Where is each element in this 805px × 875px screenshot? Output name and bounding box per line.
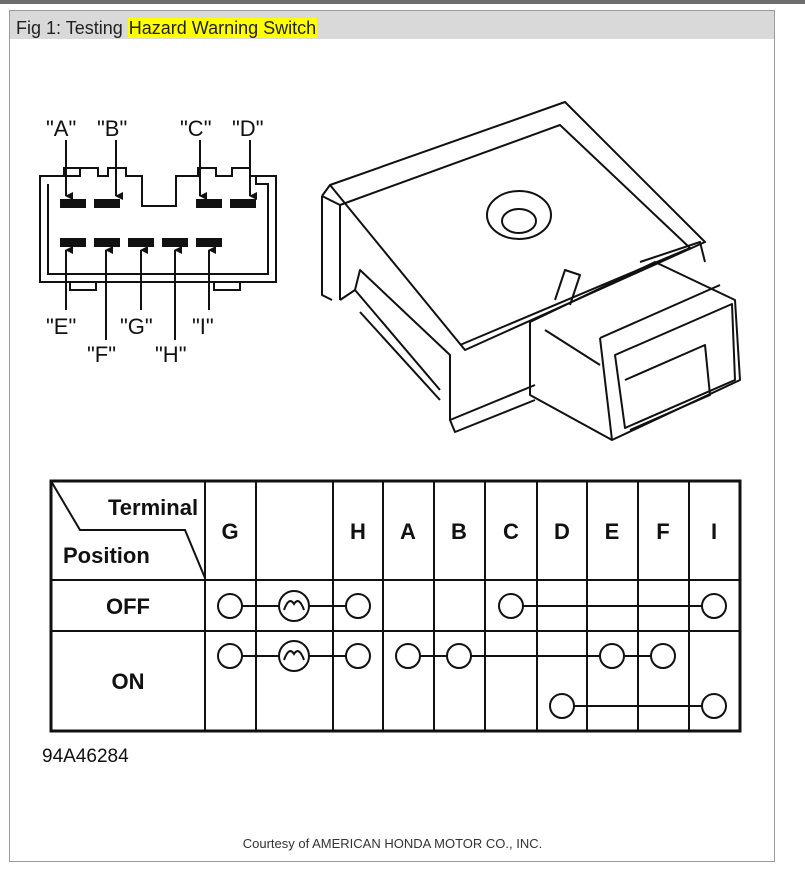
pin-i — [196, 238, 222, 247]
label-h: "H" — [155, 342, 187, 367]
off-lamp — [278, 590, 310, 622]
off-g-point — [217, 593, 243, 619]
label-e: "E" — [46, 314, 76, 339]
label-b: "B" — [97, 116, 127, 141]
figure-id: 94A46284 — [42, 746, 129, 767]
switch-button — [486, 190, 552, 240]
switch-illustration — [321, 101, 741, 441]
on-d-point — [549, 693, 575, 719]
table-border — [49, 479, 742, 733]
col-f: F — [656, 519, 669, 544]
title-highlight: Hazard Warning Switch — [127, 18, 318, 38]
col-c: C — [503, 519, 519, 544]
label-f: "F" — [87, 342, 116, 367]
col-d: D — [554, 519, 570, 544]
pin-h — [162, 238, 188, 247]
pin-e — [60, 238, 86, 247]
row-label-on: ON — [112, 669, 145, 694]
off-i-point — [701, 593, 727, 619]
col-g: G — [221, 519, 238, 544]
col-a: A — [400, 519, 416, 544]
on-a-point — [395, 643, 421, 669]
connector-inner-outline — [47, 176, 269, 275]
on-b-point — [446, 643, 472, 669]
label-i: "I" — [192, 314, 214, 339]
label-g: "G" — [120, 314, 153, 339]
on-lamp — [278, 640, 310, 672]
header-position: Position — [63, 543, 150, 568]
pin-f — [94, 238, 120, 247]
off-lamp-filament — [283, 600, 305, 611]
top-border — [0, 0, 805, 4]
pin-c — [196, 199, 222, 208]
figure-title: Fig 1: Testing Hazard Warning Switch — [16, 16, 318, 40]
pin-g — [128, 238, 154, 247]
connector-labels: "A" "B" "C" "D" "E" "F" "G" "H" "I" — [46, 116, 264, 367]
circuit-marks — [217, 590, 727, 719]
header-diagonal — [50, 480, 206, 579]
pin-d — [230, 199, 256, 208]
on-h-point — [345, 643, 371, 669]
figure-frame — [9, 10, 775, 862]
pin-b — [94, 199, 120, 208]
on-lamp-filament — [283, 650, 305, 661]
label-a: "A" — [46, 116, 76, 141]
pin-a — [60, 199, 86, 208]
on-i-point — [701, 693, 727, 719]
on-g-point — [217, 643, 243, 669]
connector-pins — [60, 199, 256, 247]
off-h-point — [345, 593, 371, 619]
courtesy-note: Courtesy of AMERICAN HONDA MOTOR CO., IN… — [242, 836, 543, 851]
row-label-off: OFF — [106, 594, 150, 619]
connector-face-diagram — [39, 140, 277, 340]
lamp-filaments — [283, 600, 305, 661]
col-e: E — [605, 519, 620, 544]
label-d: "D" — [232, 116, 264, 141]
col-b: B — [451, 519, 467, 544]
connector-outline — [39, 167, 277, 283]
on-f-point — [650, 643, 676, 669]
title-prefix: Fig 1: Testing — [16, 18, 128, 38]
col-h: H — [350, 519, 366, 544]
off-c-point — [498, 593, 524, 619]
table-headers: Terminal Position G H A B C D E F I OFF … — [63, 495, 717, 694]
header-terminal: Terminal — [108, 495, 198, 520]
col-i: I — [711, 519, 717, 544]
label-c: "C" — [180, 116, 212, 141]
on-e-point — [599, 643, 625, 669]
